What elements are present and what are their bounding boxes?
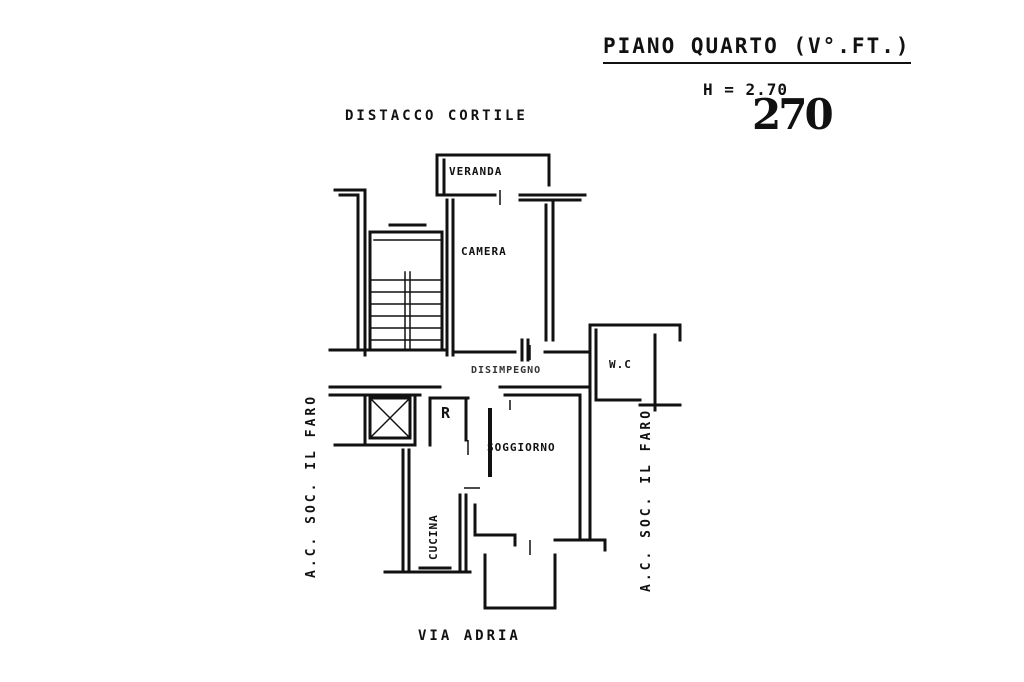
room-label-corridor: DISIMPEGNO [471,365,542,376]
stair-walls [328,188,447,357]
stair-treads [371,239,441,349]
room-label-soggiorno: SOGGIORNO [487,441,556,454]
sheet-title: PIANO QUARTO (V°.FT.) [603,34,911,64]
ceiling-height-label: H = 2.70 [703,80,789,99]
door-marks [464,190,531,555]
cucina-walls [383,448,557,610]
closet-walls [428,396,470,447]
room-label-veranda: VERANDA [449,165,503,178]
room-label-wc: W.C [609,358,632,371]
corridor-walls [328,385,592,397]
east-boundary-label: A.C. SOC. IL FARO [639,407,654,592]
soggiorno-walls [473,393,607,552]
camera-walls [445,198,592,362]
north-boundary-label: DISTACCO CORTILE [345,108,528,124]
room-label-cucina: CUCINA [427,514,440,560]
south-boundary-label: VIA ADRIA [418,628,521,644]
west-boundary-label: A.C. SOC. IL FARO [304,393,319,578]
ceiling-height-handwritten: 270 [752,90,834,139]
veranda-walls [435,153,587,202]
room-label-camera: CAMERA [461,245,507,258]
room-label-closet: R [441,404,452,422]
lift-shaft [333,393,417,447]
wc-walls [588,323,682,412]
